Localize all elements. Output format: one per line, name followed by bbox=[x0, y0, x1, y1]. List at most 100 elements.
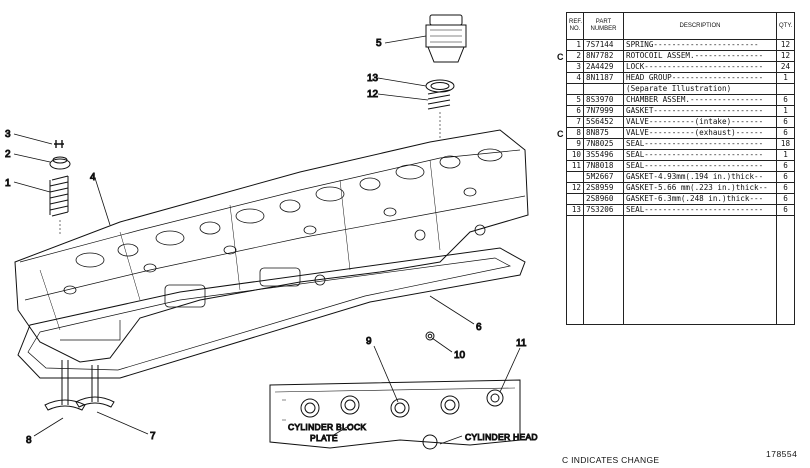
cell-ref bbox=[566, 83, 584, 95]
figure-number: 178554 bbox=[766, 449, 798, 459]
cell-part: 7S7144 bbox=[583, 39, 624, 51]
cell-desc: GASKET-4.93mm(.194 in.)thick-- bbox=[623, 171, 777, 183]
cell-ref: 6 bbox=[566, 105, 584, 117]
cell-desc: SEAL-------------------------- bbox=[623, 149, 777, 161]
cell-desc: SEAL-------------------------- bbox=[623, 138, 777, 150]
cell-desc: SEAL-------------------------- bbox=[623, 204, 777, 216]
cell-qty: 6 bbox=[776, 94, 795, 106]
cell-qty: 12 bbox=[776, 39, 795, 51]
caption-block-plate-2: PLATE bbox=[310, 433, 338, 443]
caption-cylinder-head: CYLINDER HEAD bbox=[465, 432, 538, 442]
cell-qty: 1 bbox=[776, 105, 795, 117]
valve-spring-drawing bbox=[49, 140, 71, 235]
callout-5: 5 bbox=[376, 38, 382, 49]
cell-ref: 8 bbox=[566, 127, 584, 139]
cell-ref: 2 bbox=[566, 50, 584, 62]
cell-part: 7S3206 bbox=[583, 204, 624, 216]
cell-qty: 6 bbox=[776, 116, 795, 128]
cell-part: 8N1187 bbox=[583, 72, 624, 84]
cell-qty: 1 bbox=[776, 149, 795, 161]
cell-ref: 1 bbox=[566, 39, 584, 51]
header-qty: QTY. bbox=[776, 12, 795, 40]
callout-13: 13 bbox=[367, 73, 379, 84]
cell-desc: SPRING----------------------- bbox=[623, 39, 777, 51]
cell-desc: HEAD GROUP-------------------- bbox=[623, 72, 777, 84]
cell-desc: (Separate Illustration) bbox=[623, 83, 777, 95]
cell-ref: 11 bbox=[566, 160, 584, 172]
callout-3: 3 bbox=[5, 129, 11, 140]
cell-qty: 6 bbox=[776, 193, 795, 205]
cell-part: 2S8959 bbox=[583, 182, 624, 194]
cell-qty: 18 bbox=[776, 138, 795, 150]
cell-ref bbox=[566, 193, 584, 205]
head-gasket-drawing bbox=[17, 247, 526, 379]
cell-part: 5M2667 bbox=[583, 171, 624, 183]
cell-desc: GASKET------------------------ bbox=[623, 105, 777, 117]
cell-part: 8N875 bbox=[583, 127, 624, 139]
cell-ref: 9 bbox=[566, 138, 584, 150]
callout-10: 10 bbox=[454, 350, 466, 361]
change-mark: C bbox=[557, 129, 564, 139]
cell-part: 7N8018 bbox=[583, 160, 624, 172]
callout-7: 7 bbox=[150, 431, 156, 442]
cell-part: 8N7782 bbox=[583, 50, 624, 62]
cell-qty: 6 bbox=[776, 160, 795, 172]
cell-qty: 6 bbox=[776, 182, 795, 194]
cell-qty: 6 bbox=[776, 204, 795, 216]
chamber-assembly-drawing bbox=[425, 14, 467, 140]
cell-desc: SEAL-------------------------- bbox=[623, 160, 777, 172]
cell-part: 5S6452 bbox=[583, 116, 624, 128]
cell-part: 7N8025 bbox=[583, 138, 624, 150]
callout-6: 6 bbox=[476, 322, 482, 333]
cell-desc: GASKET-6.3mm(.248 in.)thick--- bbox=[623, 193, 777, 205]
callout-12: 12 bbox=[367, 89, 379, 100]
cell-ref: 12 bbox=[566, 182, 584, 194]
cell-part: 7N7999 bbox=[583, 105, 624, 117]
cell-ref bbox=[566, 171, 584, 183]
head-ports-drawing bbox=[63, 148, 503, 308]
cell-desc: LOCK-------------------------- bbox=[623, 61, 777, 73]
cell-qty: 6 bbox=[776, 171, 795, 183]
cell-ref: 10 bbox=[566, 149, 584, 161]
cell-desc: VALVE----------(exhaust)------ bbox=[623, 127, 777, 139]
exploded-view-drawing: 3 2 1 4 5 13 12 6 10 8 7 9 11 CYLINDER B… bbox=[5, 14, 538, 450]
table-empty-space bbox=[566, 215, 795, 325]
table-row: (Separate Illustration) bbox=[566, 83, 795, 95]
cell-qty: 1 bbox=[776, 72, 795, 84]
cell-part: 8S3970 bbox=[583, 94, 624, 106]
cell-desc: CHAMBER ASSEM.---------------- bbox=[623, 94, 777, 106]
cell-desc: ROTOCOIL ASSEM.--------------- bbox=[623, 50, 777, 62]
header-description: DESCRIPTION bbox=[623, 12, 777, 40]
change-note: C INDICATES CHANGE bbox=[562, 455, 660, 465]
seal-drawing bbox=[425, 331, 435, 341]
valves-drawing bbox=[44, 360, 115, 411]
caption-block-plate-1: CYLINDER BLOCK bbox=[288, 422, 366, 432]
cell-part: 2S8960 bbox=[583, 193, 624, 205]
cell-ref: 7 bbox=[566, 116, 584, 128]
change-mark: C bbox=[557, 52, 564, 62]
callout-11: 11 bbox=[516, 338, 527, 349]
callout-9: 9 bbox=[366, 336, 372, 347]
cylinder-head-drawing bbox=[14, 129, 529, 363]
callout-4: 4 bbox=[90, 172, 96, 183]
leader-lines bbox=[13, 35, 521, 445]
cell-ref: 5 bbox=[566, 94, 584, 106]
cell-qty: 24 bbox=[776, 61, 795, 73]
cell-ref: 13 bbox=[566, 204, 584, 216]
callout-8: 8 bbox=[26, 435, 32, 446]
